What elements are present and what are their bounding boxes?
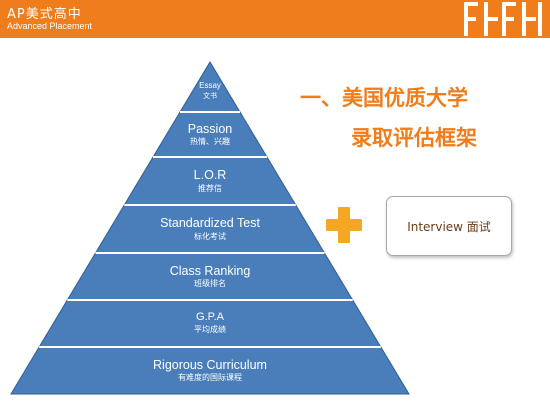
pyramid-layer-cn: 班级排名 <box>194 279 226 288</box>
pyramid-layer-cn: 推荐信 <box>198 183 222 193</box>
pyramid-layer-en: Rigorous Curriculum <box>153 357 267 372</box>
header-title: AP美式高中 <box>7 7 82 22</box>
pyramid-layer-cn: 有难度的国际课程 <box>178 373 242 382</box>
pyramid-layer-cn: 标化考试 <box>194 231 226 241</box>
pyramid-layer-cn: 平均成绩 <box>194 324 226 334</box>
pyramid-layer-label: Essay 文书 <box>199 81 221 101</box>
interview-label: Interview 面试 <box>407 219 491 234</box>
pyramid-layer-en: G.P.A <box>196 310 224 323</box>
pyramid-layer-en: L.O.R <box>193 168 227 182</box>
header-bar: AP美式高中 Advanced Placement <box>0 0 550 38</box>
heading-line-1: 一、美国优质大学 <box>300 86 468 110</box>
pyramid-layer-en: Passion <box>187 121 233 136</box>
pyramid-layer-en: Essay <box>199 81 221 90</box>
pyramid-layer-cn: 热情、兴趣 <box>189 137 230 146</box>
interview-box: Interview 面试 <box>386 196 512 256</box>
pyramid-layer-en: Class Ranking <box>169 263 251 278</box>
pyramid-layer-cn: 文书 <box>202 92 217 100</box>
pyramid-layer-en: Standardized Test <box>160 216 260 230</box>
plus-icon <box>326 207 362 243</box>
brand-logo-icon <box>464 2 542 36</box>
header-subtitle: Advanced Placement <box>7 21 93 31</box>
heading-line-2: 录取评估框架 <box>351 126 477 150</box>
